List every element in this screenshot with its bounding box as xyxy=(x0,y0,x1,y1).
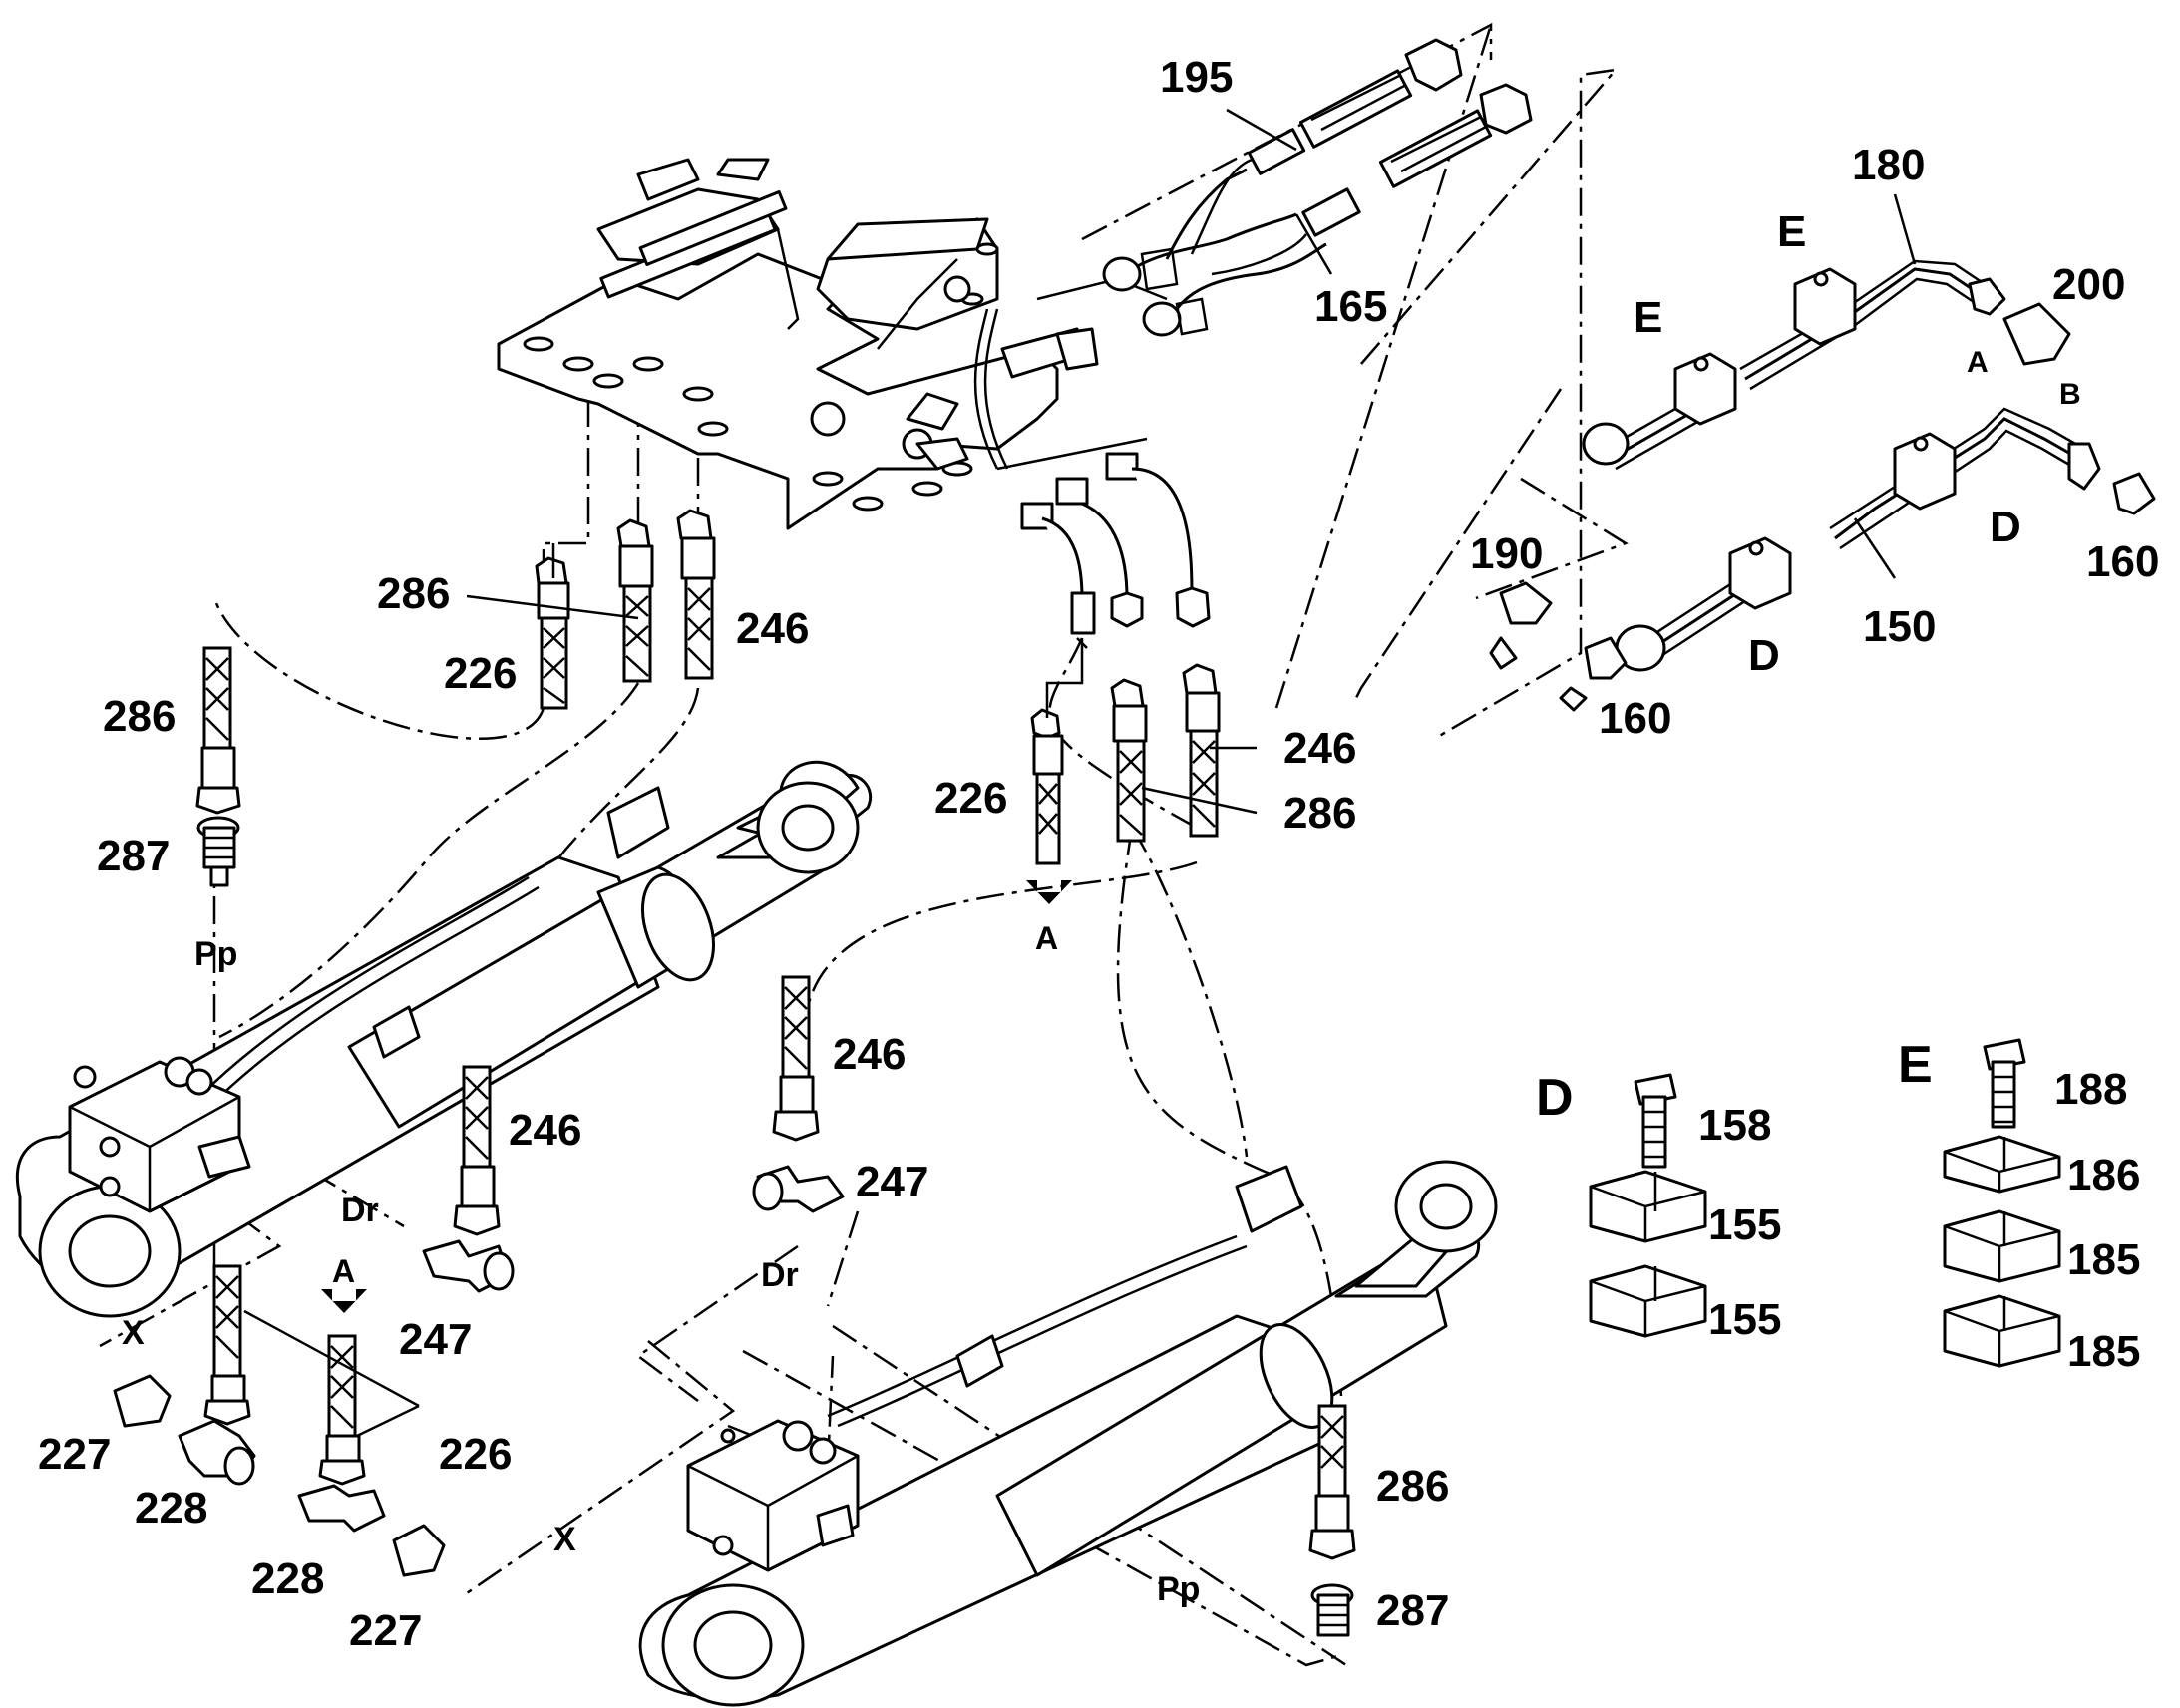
label-a-arrow-upper: A xyxy=(1035,920,1058,956)
callout-160-right: 160 xyxy=(2086,537,2159,586)
callout-286-right: 286 xyxy=(1283,789,1356,838)
callout-190: 190 xyxy=(1470,529,1543,578)
callout-186: 186 xyxy=(2067,1151,2140,1199)
label-e-lower: E xyxy=(1634,293,1662,342)
callout-228-lower: 228 xyxy=(251,1554,324,1603)
hoses-226-286-246-right xyxy=(1026,586,1221,904)
callout-286-upper: 286 xyxy=(377,569,450,618)
callout-185-bottom: 185 xyxy=(2067,1327,2140,1376)
callout-286-left: 286 xyxy=(103,692,176,741)
callout-158: 158 xyxy=(1698,1101,1771,1150)
detail-d-clamp-set xyxy=(1589,1073,1707,1338)
callout-247-middle: 247 xyxy=(856,1158,928,1206)
label-x-left: X xyxy=(122,1314,145,1352)
callout-226-right: 226 xyxy=(934,774,1007,823)
label-detail-e: E xyxy=(1898,1036,1933,1094)
leader-lines xyxy=(243,108,2006,1438)
callout-155-bottom: 155 xyxy=(1708,1295,1781,1344)
label-dr-left: Dr xyxy=(341,1192,379,1229)
callout-195: 195 xyxy=(1160,53,1233,102)
hoses-286-226-246-upper xyxy=(535,509,716,710)
callout-226-upper: 226 xyxy=(444,649,517,698)
pipes-180-150 xyxy=(1489,259,2156,712)
fittings-286-287-left xyxy=(195,646,241,887)
label-port-a: A xyxy=(1967,346,1989,379)
label-pp-upper: Pp xyxy=(194,935,237,973)
callout-247-left: 247 xyxy=(399,1315,472,1364)
detail-e-clamp-set xyxy=(1943,1038,2061,1368)
callout-228-left: 228 xyxy=(135,1484,207,1533)
callout-226-lower: 226 xyxy=(439,1430,512,1479)
callout-165: 165 xyxy=(1314,282,1387,331)
callout-287-right: 287 xyxy=(1376,1586,1449,1635)
callout-246-upper: 246 xyxy=(736,604,809,653)
callout-286-lower: 286 xyxy=(1376,1462,1449,1511)
label-x-lower: X xyxy=(553,1521,576,1558)
label-a-arrow-lower: A xyxy=(332,1253,355,1289)
callout-246-middle: 246 xyxy=(833,1030,906,1079)
callout-246-left: 246 xyxy=(509,1106,581,1155)
label-pp-lower: Pp xyxy=(1157,1570,1200,1608)
callout-185-top: 185 xyxy=(2067,1235,2140,1284)
callout-155-top: 155 xyxy=(1708,1200,1781,1249)
callout-246-right: 246 xyxy=(1283,724,1356,773)
callout-287-left: 287 xyxy=(97,832,170,880)
callout-160-left: 160 xyxy=(1599,694,1671,743)
mounting-bracket-assembly xyxy=(497,158,1194,599)
callout-numbers: 195 165 180 200 160 160 150 190 286 286 … xyxy=(38,53,2159,1655)
callout-150: 150 xyxy=(1863,602,1936,651)
hydraulic-cylinder-right xyxy=(638,1160,1498,1707)
callout-180: 180 xyxy=(1852,141,1925,189)
callout-188: 188 xyxy=(2054,1065,2127,1114)
label-d-right: D xyxy=(1990,503,2021,551)
hydraulic-cylinder-left xyxy=(15,760,873,1318)
callout-227-left: 227 xyxy=(38,1430,111,1479)
arrow-down-icon xyxy=(321,1289,367,1313)
callout-200: 200 xyxy=(2052,260,2125,309)
label-dr-middle: Dr xyxy=(761,1256,799,1294)
fittings-middle xyxy=(113,975,1356,1637)
label-detail-d: D xyxy=(1536,1069,1574,1127)
label-d-lower: D xyxy=(1748,631,1780,680)
label-e-upper: E xyxy=(1777,207,1806,256)
letter-labels: E E D D A B A A Pp Pp Dr Dr X X D E xyxy=(122,207,2081,1608)
callout-227-lower: 227 xyxy=(349,1606,422,1655)
arrow-down-icon xyxy=(1026,880,1072,904)
hose-195-165 xyxy=(1102,38,1533,337)
label-port-b: B xyxy=(2059,378,2081,411)
